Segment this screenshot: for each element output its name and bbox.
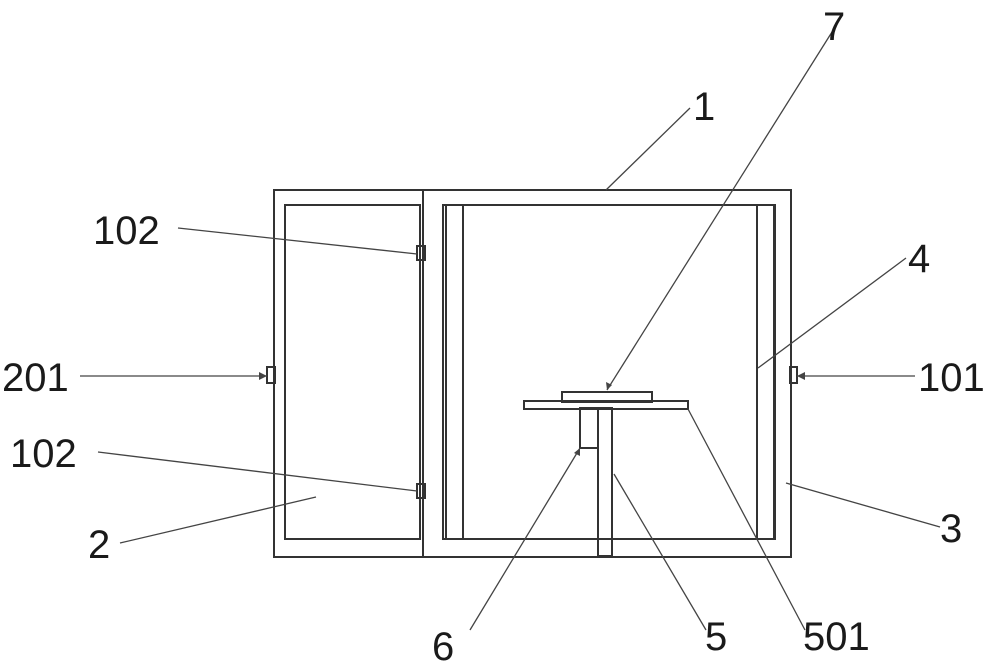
inner-wall-left bbox=[445, 204, 464, 540]
inner-wall-right bbox=[756, 204, 775, 540]
leader-lines bbox=[80, 31, 941, 631]
label-3: 3 bbox=[940, 507, 962, 551]
cabinet-body bbox=[422, 189, 792, 558]
body-latch bbox=[789, 366, 798, 384]
label-102-bottom: 102 bbox=[10, 432, 77, 476]
label-5: 5 bbox=[705, 615, 727, 659]
label-7: 7 bbox=[823, 5, 845, 49]
hinge-top bbox=[416, 245, 426, 261]
label-2: 2 bbox=[88, 523, 110, 567]
label-501: 501 bbox=[803, 615, 870, 659]
door-latch bbox=[266, 366, 276, 384]
label-4: 4 bbox=[908, 237, 930, 281]
label-6: 6 bbox=[432, 625, 454, 669]
label-102-top: 102 bbox=[93, 209, 160, 253]
sample-block bbox=[561, 391, 653, 403]
label-201: 201 bbox=[2, 356, 69, 400]
label-101: 101 bbox=[918, 356, 985, 400]
sleeve bbox=[579, 407, 599, 449]
label-1: 1 bbox=[693, 85, 715, 129]
support-column bbox=[597, 407, 613, 557]
